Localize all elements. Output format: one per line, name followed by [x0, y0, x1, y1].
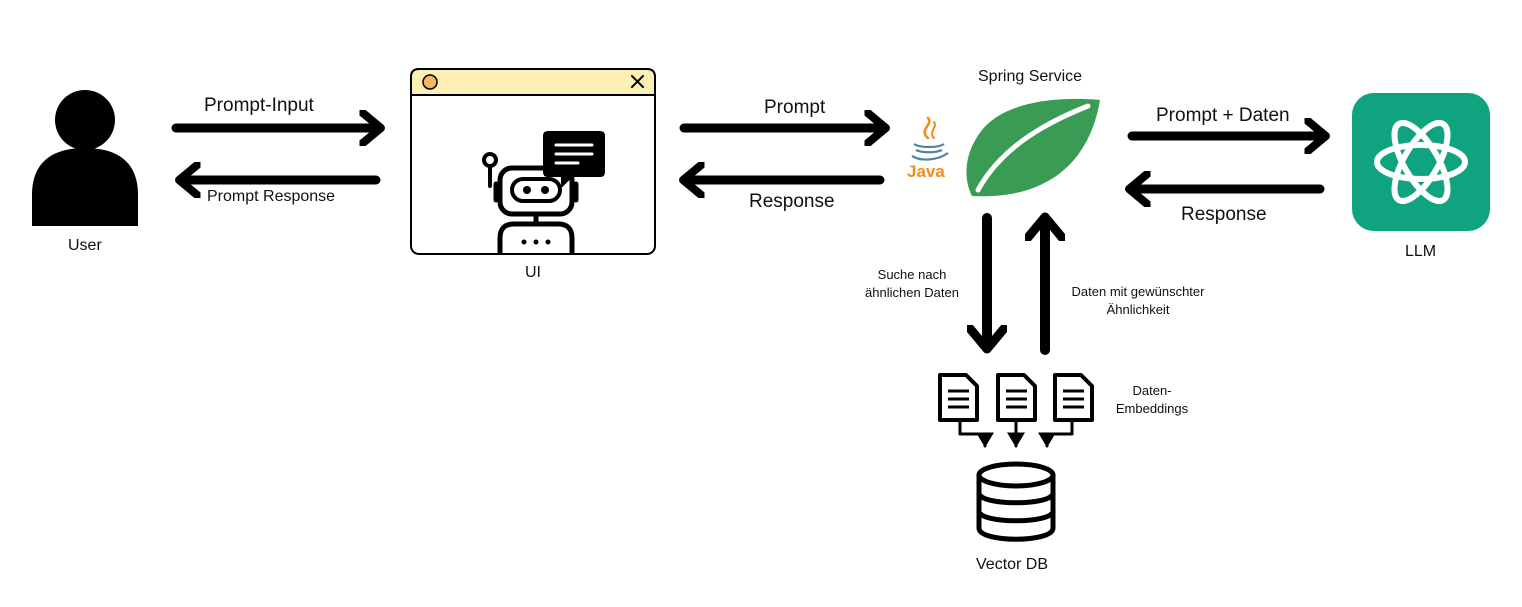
prompt-input-label: Prompt-Input	[204, 95, 314, 116]
ui-label: UI	[525, 264, 541, 281]
spring-service-label: Spring Service	[978, 68, 1083, 85]
java-label: Java	[907, 162, 945, 181]
spring-leaf-icon	[966, 98, 1100, 197]
database-icon	[976, 461, 1056, 542]
response-ui-label: Response	[749, 191, 835, 212]
response-llm-label: Response	[1181, 204, 1267, 225]
vector-db-label: Vector DB	[976, 556, 1049, 573]
llm-label: LLM	[1405, 243, 1437, 260]
ui-window	[410, 68, 656, 255]
embedding-arrows	[958, 420, 1074, 448]
user-label: User	[68, 237, 102, 254]
document-icon	[938, 373, 979, 422]
prompt-daten-label: Prompt + Daten	[1156, 105, 1290, 126]
prompt-response-label: Prompt Response	[207, 188, 336, 205]
openai-logo-icon	[1352, 93, 1490, 231]
search-similar-label: Suche nach ähnlichen Daten	[865, 267, 959, 300]
chatbot-icon	[482, 131, 605, 255]
window-minimize-icon	[422, 74, 438, 90]
java-logo-icon	[911, 116, 949, 161]
result-similarity-label: Daten mit gewünschter Ähnlichkeit	[1071, 284, 1205, 317]
close-icon	[631, 75, 644, 88]
document-icon	[996, 373, 1037, 422]
daten-embeddings-label: Daten- Embeddings	[1115, 383, 1189, 416]
prompt-label: Prompt	[764, 97, 826, 118]
document-icon	[1053, 373, 1094, 422]
user-icon	[32, 90, 138, 226]
